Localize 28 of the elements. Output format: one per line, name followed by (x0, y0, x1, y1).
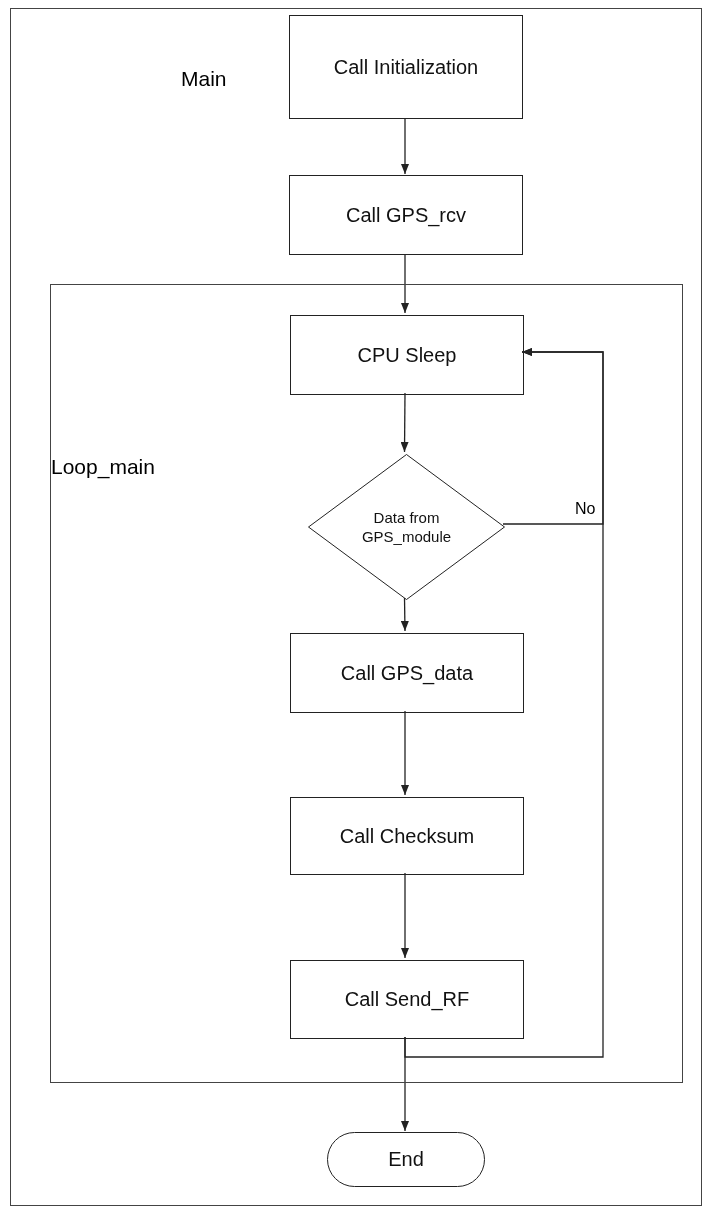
box-text: CPU Sleep (357, 343, 457, 367)
group-frame (10, 8, 702, 1206)
edge-label: No (575, 500, 596, 518)
frame-title: Main (181, 67, 227, 91)
arrow (401, 253, 409, 314)
box-text: Call Send_RF (344, 988, 470, 1011)
arrow (401, 117, 409, 175)
frame-title: Loop_main (51, 455, 155, 479)
arrow (401, 1036, 409, 1132)
box-text: Call Checksum (339, 824, 475, 848)
group-frame (50, 284, 683, 1083)
process-box (289, 15, 523, 119)
arrow (400, 392, 409, 453)
box-text: Call Initialization (333, 55, 479, 79)
box-text: Call GPS_rcv (346, 203, 466, 227)
box-text: Call GPS_data (340, 661, 474, 685)
process-box (290, 315, 524, 395)
process-box (290, 797, 524, 875)
process-box (290, 633, 524, 713)
arrow (404, 348, 604, 1058)
arrow (400, 597, 409, 632)
decision-diamond (308, 454, 505, 600)
box-text: End (388, 1148, 424, 1171)
arrow (401, 710, 409, 796)
decision-text: Data from GPS_module (360, 507, 453, 547)
process-box (290, 960, 524, 1039)
process-box (289, 175, 523, 255)
arrow (401, 872, 409, 959)
